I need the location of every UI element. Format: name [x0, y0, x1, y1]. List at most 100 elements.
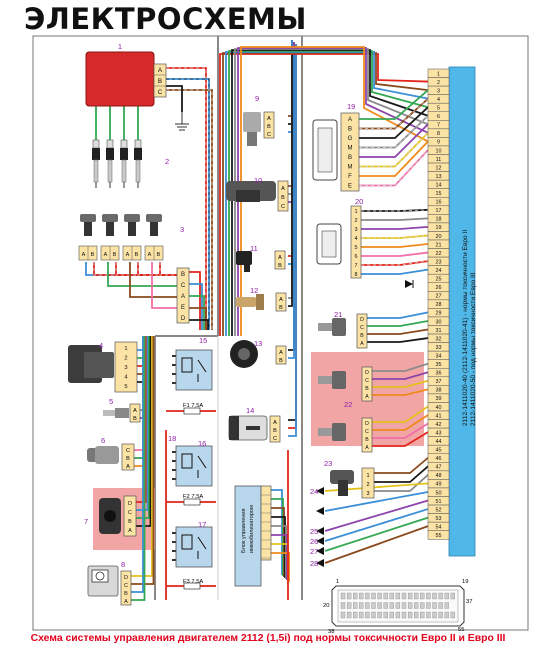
- immobilizer-label-line1: Блок управления: [241, 508, 247, 553]
- pin-label: B: [365, 386, 369, 392]
- component-number: 21: [334, 310, 342, 319]
- pin-label: C: [181, 283, 186, 289]
- spark-plug-body: [107, 159, 113, 183]
- pin-label: C: [267, 132, 271, 138]
- component-number: 4: [99, 341, 103, 350]
- connector-pin: [383, 602, 388, 609]
- pin-label: A: [267, 116, 271, 122]
- pin-label: A: [365, 445, 369, 451]
- connector-pin: [420, 611, 425, 619]
- connector-pin: [377, 602, 382, 609]
- pin-label: B: [365, 437, 369, 443]
- pin-label: E: [181, 305, 185, 311]
- wire: [131, 336, 146, 601]
- pin-label: D: [181, 316, 186, 322]
- pin-label: B: [279, 305, 283, 311]
- wire: [324, 525, 429, 564]
- pin-label: B: [126, 456, 130, 462]
- pin-label: 2: [354, 218, 357, 224]
- pin-label: D: [128, 501, 132, 507]
- wire: [361, 226, 429, 230]
- ecu-pin-number: 10: [436, 148, 442, 154]
- diode-icon: [405, 280, 413, 288]
- ecu-pin-number: 45: [436, 448, 442, 454]
- fuse-icon: [183, 407, 201, 415]
- connector-pin: [346, 611, 352, 619]
- ecu-pin-number: 21: [436, 242, 442, 248]
- output-arrow: [316, 527, 324, 535]
- pin-label: E: [348, 184, 352, 190]
- wire: [372, 388, 429, 396]
- wire: [137, 262, 177, 276]
- connector: [121, 443, 135, 471]
- fuse-label: F2 7,5A: [183, 494, 203, 500]
- ecu-pin-number: 2: [437, 80, 440, 86]
- ecu-pin-number: 53: [436, 516, 442, 522]
- relay: [175, 349, 213, 391]
- wire: [271, 489, 283, 575]
- wire: [372, 405, 429, 423]
- connector-pin: [395, 602, 401, 609]
- fuse-icon: [183, 582, 201, 590]
- pin-label: A: [360, 341, 364, 347]
- connector-pin: [401, 592, 407, 600]
- pin-label: B: [281, 195, 285, 201]
- ecu-pin-number: 13: [436, 174, 442, 180]
- pin-label: C: [158, 90, 163, 96]
- connector-pin: [444, 602, 449, 609]
- fuse-icon: [183, 498, 201, 506]
- pin-label: B: [348, 155, 352, 161]
- connector: [120, 570, 132, 606]
- pin-label: B: [348, 127, 352, 133]
- wire: [324, 491, 429, 512]
- ignition-module: [99, 498, 121, 534]
- phase-sensor: [236, 251, 252, 272]
- pin-label: A: [348, 117, 352, 123]
- immobilizer-label-line2: иммобилизатором: [249, 505, 255, 553]
- pin-label: 2: [366, 482, 369, 488]
- ecu-pin-number: 7: [437, 123, 440, 129]
- ecu-pin-number: 24: [436, 268, 442, 274]
- ecu-pin-number: 11: [436, 157, 442, 163]
- wire: [359, 123, 429, 158]
- injector-body: [106, 222, 114, 236]
- ecu-pin-number: 44: [436, 439, 442, 445]
- ecu-pin-number: 38: [436, 388, 442, 394]
- component-number: 17: [198, 520, 206, 529]
- injector-body: [84, 222, 92, 236]
- component-number: 2: [165, 157, 169, 166]
- output-arrow: [316, 547, 324, 555]
- pressure-sensor: [243, 112, 261, 146]
- connector: [176, 267, 190, 324]
- ecu-pin-number: 31: [436, 328, 442, 334]
- connector-pin: [420, 592, 425, 600]
- component-number: 10: [254, 176, 262, 185]
- ecu-pin-number: 55: [436, 533, 442, 539]
- wire: [374, 474, 429, 492]
- ecu-pin-number: 9: [437, 140, 440, 146]
- spark-plug-body: [135, 159, 141, 183]
- connector-pin: [426, 592, 431, 600]
- pin-label: A: [365, 394, 369, 400]
- wire: [359, 140, 429, 177]
- wire: [231, 49, 429, 336]
- connector-pin: [450, 592, 455, 600]
- pin-label: 1: [354, 209, 357, 215]
- connector-pin-number: 37: [466, 599, 472, 605]
- pin-label: A: [281, 186, 285, 192]
- pin-label: A: [158, 68, 162, 74]
- connector: [275, 292, 287, 312]
- wire-stripe: [359, 132, 429, 167]
- ecu-pin-number: 39: [436, 396, 442, 402]
- connector-pin: [359, 602, 364, 609]
- injector-top: [124, 214, 140, 222]
- wire-stripe: [115, 262, 177, 276]
- wire: [136, 336, 149, 511]
- wire: [115, 262, 177, 276]
- ecu-pin-number: 46: [436, 456, 442, 462]
- wire: [288, 50, 297, 437]
- pin-label: G: [348, 136, 353, 142]
- connector: [263, 111, 275, 139]
- connector-pin-number: 19: [462, 579, 468, 585]
